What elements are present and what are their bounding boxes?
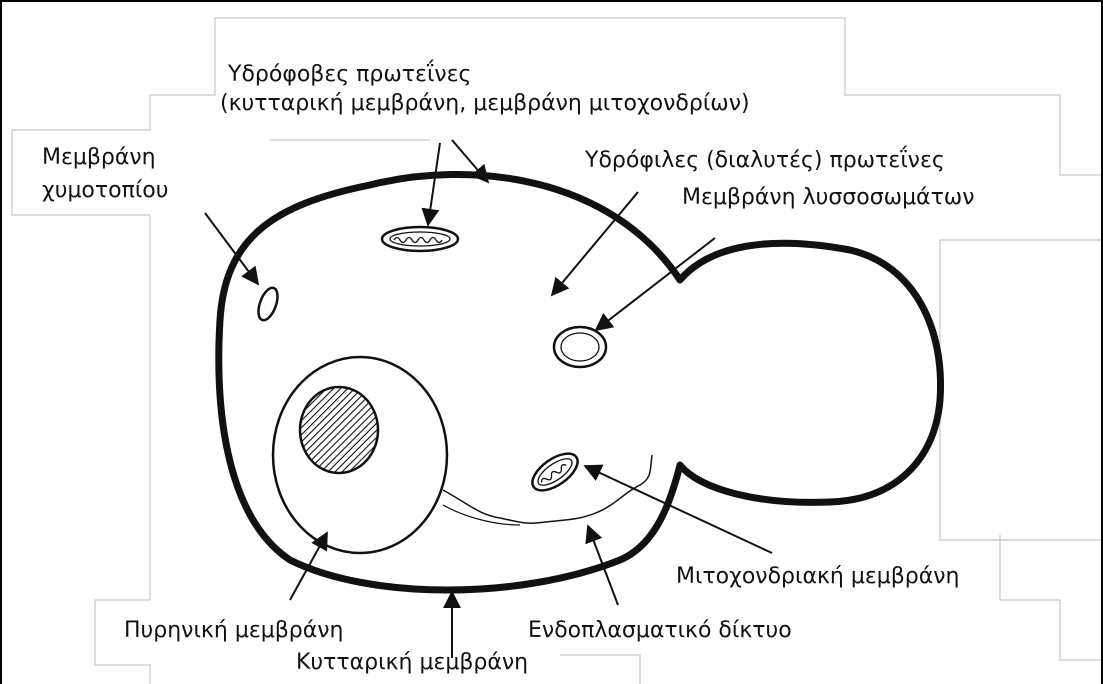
label-vacuole-membrane-line1: Μεμβράνη bbox=[42, 143, 156, 172]
arrow-hydrophobic-to-mito bbox=[428, 143, 440, 225]
label-cell-membrane: Κυτταρική μεμβράνη bbox=[296, 648, 528, 677]
label-mitochondrial-membrane: Μιτοχονδριακή μεμβράνη bbox=[676, 562, 960, 591]
label-hydrophobic-proteins-detail: (κυτταρική μεμβράνη, μεμβράνη μιτοχονδρί… bbox=[220, 89, 750, 118]
cell-membrane-outline bbox=[219, 174, 941, 590]
label-vacuole-membrane-line2: χυμοτοπίου bbox=[42, 176, 168, 205]
vacuole bbox=[255, 285, 282, 322]
label-nuclear-membrane: Πυρηνική μεμβράνη bbox=[124, 616, 343, 645]
endoplasmic-reticulum-branch bbox=[443, 505, 520, 525]
lysosome bbox=[554, 327, 606, 367]
mitochondrion-bottom bbox=[526, 446, 584, 497]
label-endoplasmic-reticulum: Ενδοπλασματικό δίκτυο bbox=[528, 616, 792, 645]
label-lysosome-membrane: Μεμβράνη λυσσοσωμάτων bbox=[682, 183, 975, 212]
nucleolus bbox=[300, 387, 378, 473]
mitochondrion-top bbox=[382, 227, 458, 251]
label-hydrophilic-proteins: Υδρόφιλες (διαλυτές) πρωτεΐνες bbox=[585, 146, 945, 175]
label-hydrophobic-proteins: Υδρόφοβες πρωτεΐνες bbox=[228, 60, 471, 89]
